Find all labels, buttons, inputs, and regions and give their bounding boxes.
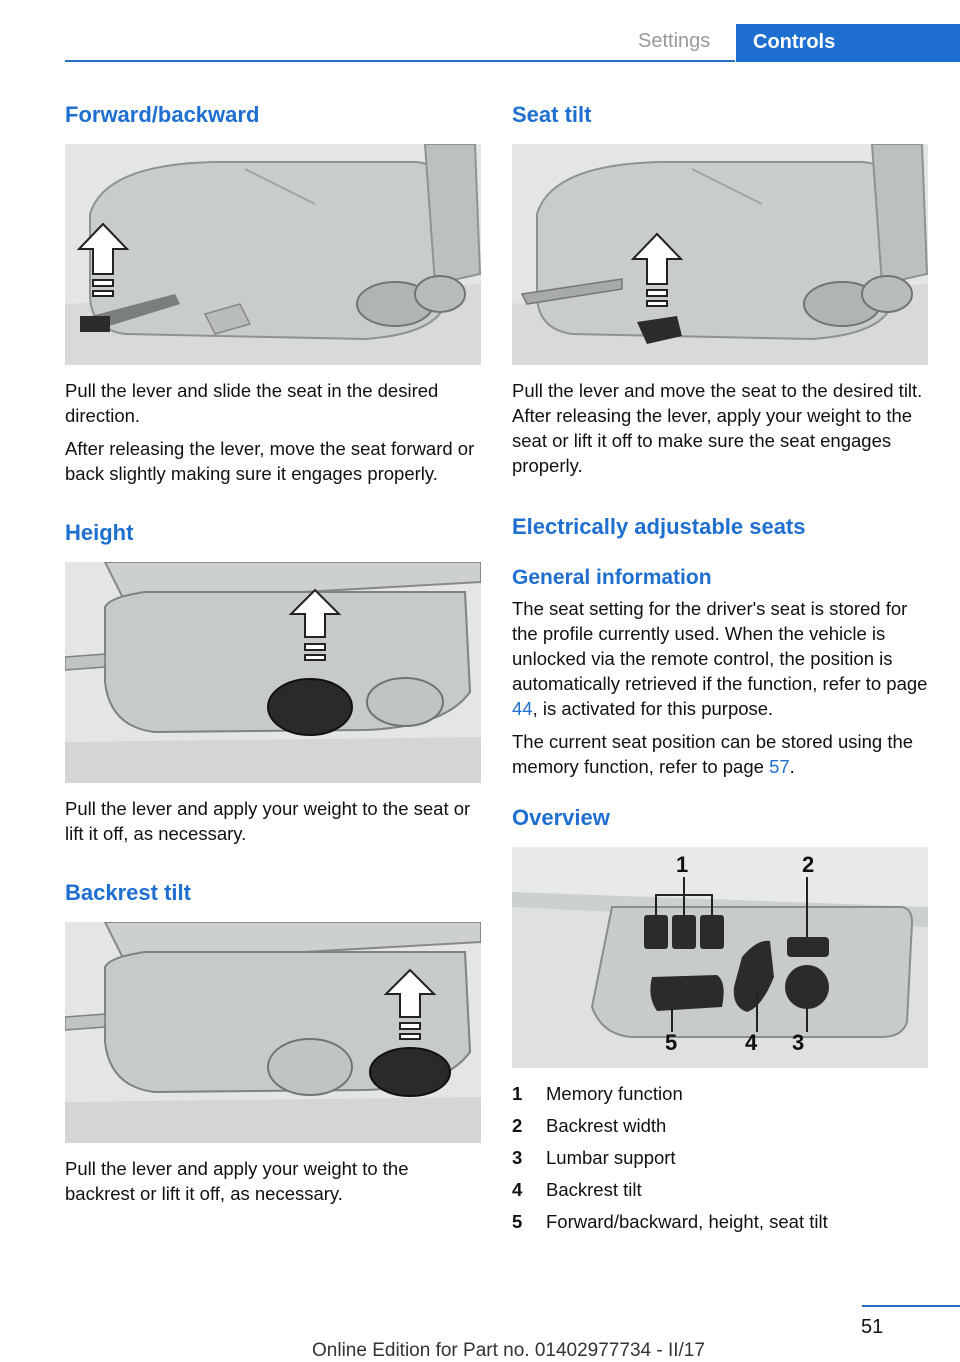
heading-height: Height: [65, 520, 134, 545]
heading-forward-backward: Forward/backward: [65, 102, 260, 127]
page-57-link[interactable]: 57: [769, 756, 790, 777]
page-44-link[interactable]: 44: [512, 698, 533, 719]
page-number: 51: [861, 1316, 884, 1338]
left-column: Forward/backward Pull the lever and slid…: [65, 102, 481, 1206]
backrest-tilt-illustration: [65, 922, 481, 1143]
seat-controls-overview-illustration: [512, 847, 928, 1068]
edition-note: Online Edition for Part no. 01402977734 …: [312, 1340, 705, 1361]
footer-rule: [862, 1305, 960, 1307]
seat-forward-backward-illustration: [65, 144, 481, 365]
callout-4: 4: [745, 1030, 758, 1055]
callout-3: 3: [792, 1030, 805, 1055]
heading-seat-tilt: Seat tilt: [512, 102, 592, 127]
general-paragraph-1: The seat setting for the driver's seat i…: [512, 598, 928, 719]
header-rule: [65, 60, 735, 62]
forward-paragraph-1: Pull the lever and slide the seat in the…: [65, 380, 439, 426]
header-section: Settings: [638, 30, 711, 52]
callout-1: 1: [676, 852, 689, 877]
heading-electric-seats: Electrically adjustable seats: [512, 514, 806, 539]
heading-general-information: General information: [512, 566, 712, 589]
callout-2: 2: [802, 852, 815, 877]
right-column: Seat tilt Pull the lever and move the se…: [512, 102, 928, 1238]
header-chapter-tab: Controls: [736, 24, 960, 62]
seat-height-illustration: [65, 562, 481, 783]
seat-tilt-illustration: [512, 144, 928, 365]
heading-backrest-tilt: Backrest tilt: [65, 880, 191, 905]
callout-5: 5: [665, 1030, 678, 1055]
forward-paragraph-2: After releasing the lever, move the seat…: [65, 438, 475, 484]
backrest-paragraph-1: Pull the lever and apply your weight to …: [65, 1158, 409, 1204]
heading-overview: Overview: [512, 805, 610, 830]
general-paragraph-2: The current seat position can be stored …: [512, 731, 914, 777]
height-paragraph-1: Pull the lever and apply your weight to …: [65, 798, 471, 844]
seat-tilt-paragraph-1: Pull the lever and move the seat to the …: [512, 380, 923, 476]
